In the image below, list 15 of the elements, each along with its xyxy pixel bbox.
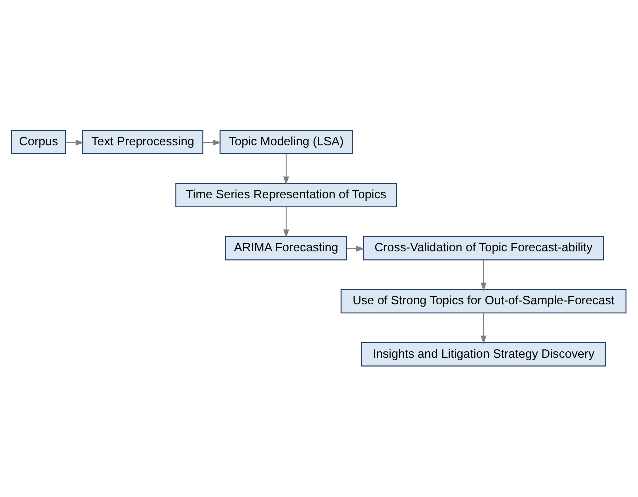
arrow [283, 206, 290, 238]
node-box: Use of Strong Topics for Out-of-Sample-Forecast [340, 289, 627, 314]
node-box: Text Preprocessing [82, 130, 204, 154]
arrow [480, 312, 487, 344]
arrow [65, 140, 84, 146]
arrow [346, 246, 365, 252]
node-box: Cross-Validation of Topic Forecast-ability [363, 236, 604, 261]
node-box: Time Series Representation of Topics [176, 183, 398, 208]
node-box: ARIMA Forecasting [225, 236, 348, 261]
arrow [480, 260, 487, 292]
arrow [202, 140, 222, 146]
node-box: Topic Modeling (LSA) [220, 130, 353, 154]
node-box: Corpus [11, 130, 66, 154]
node-box: Insights and Litigation Strategy Discovery [361, 342, 606, 367]
arrow [283, 154, 290, 186]
